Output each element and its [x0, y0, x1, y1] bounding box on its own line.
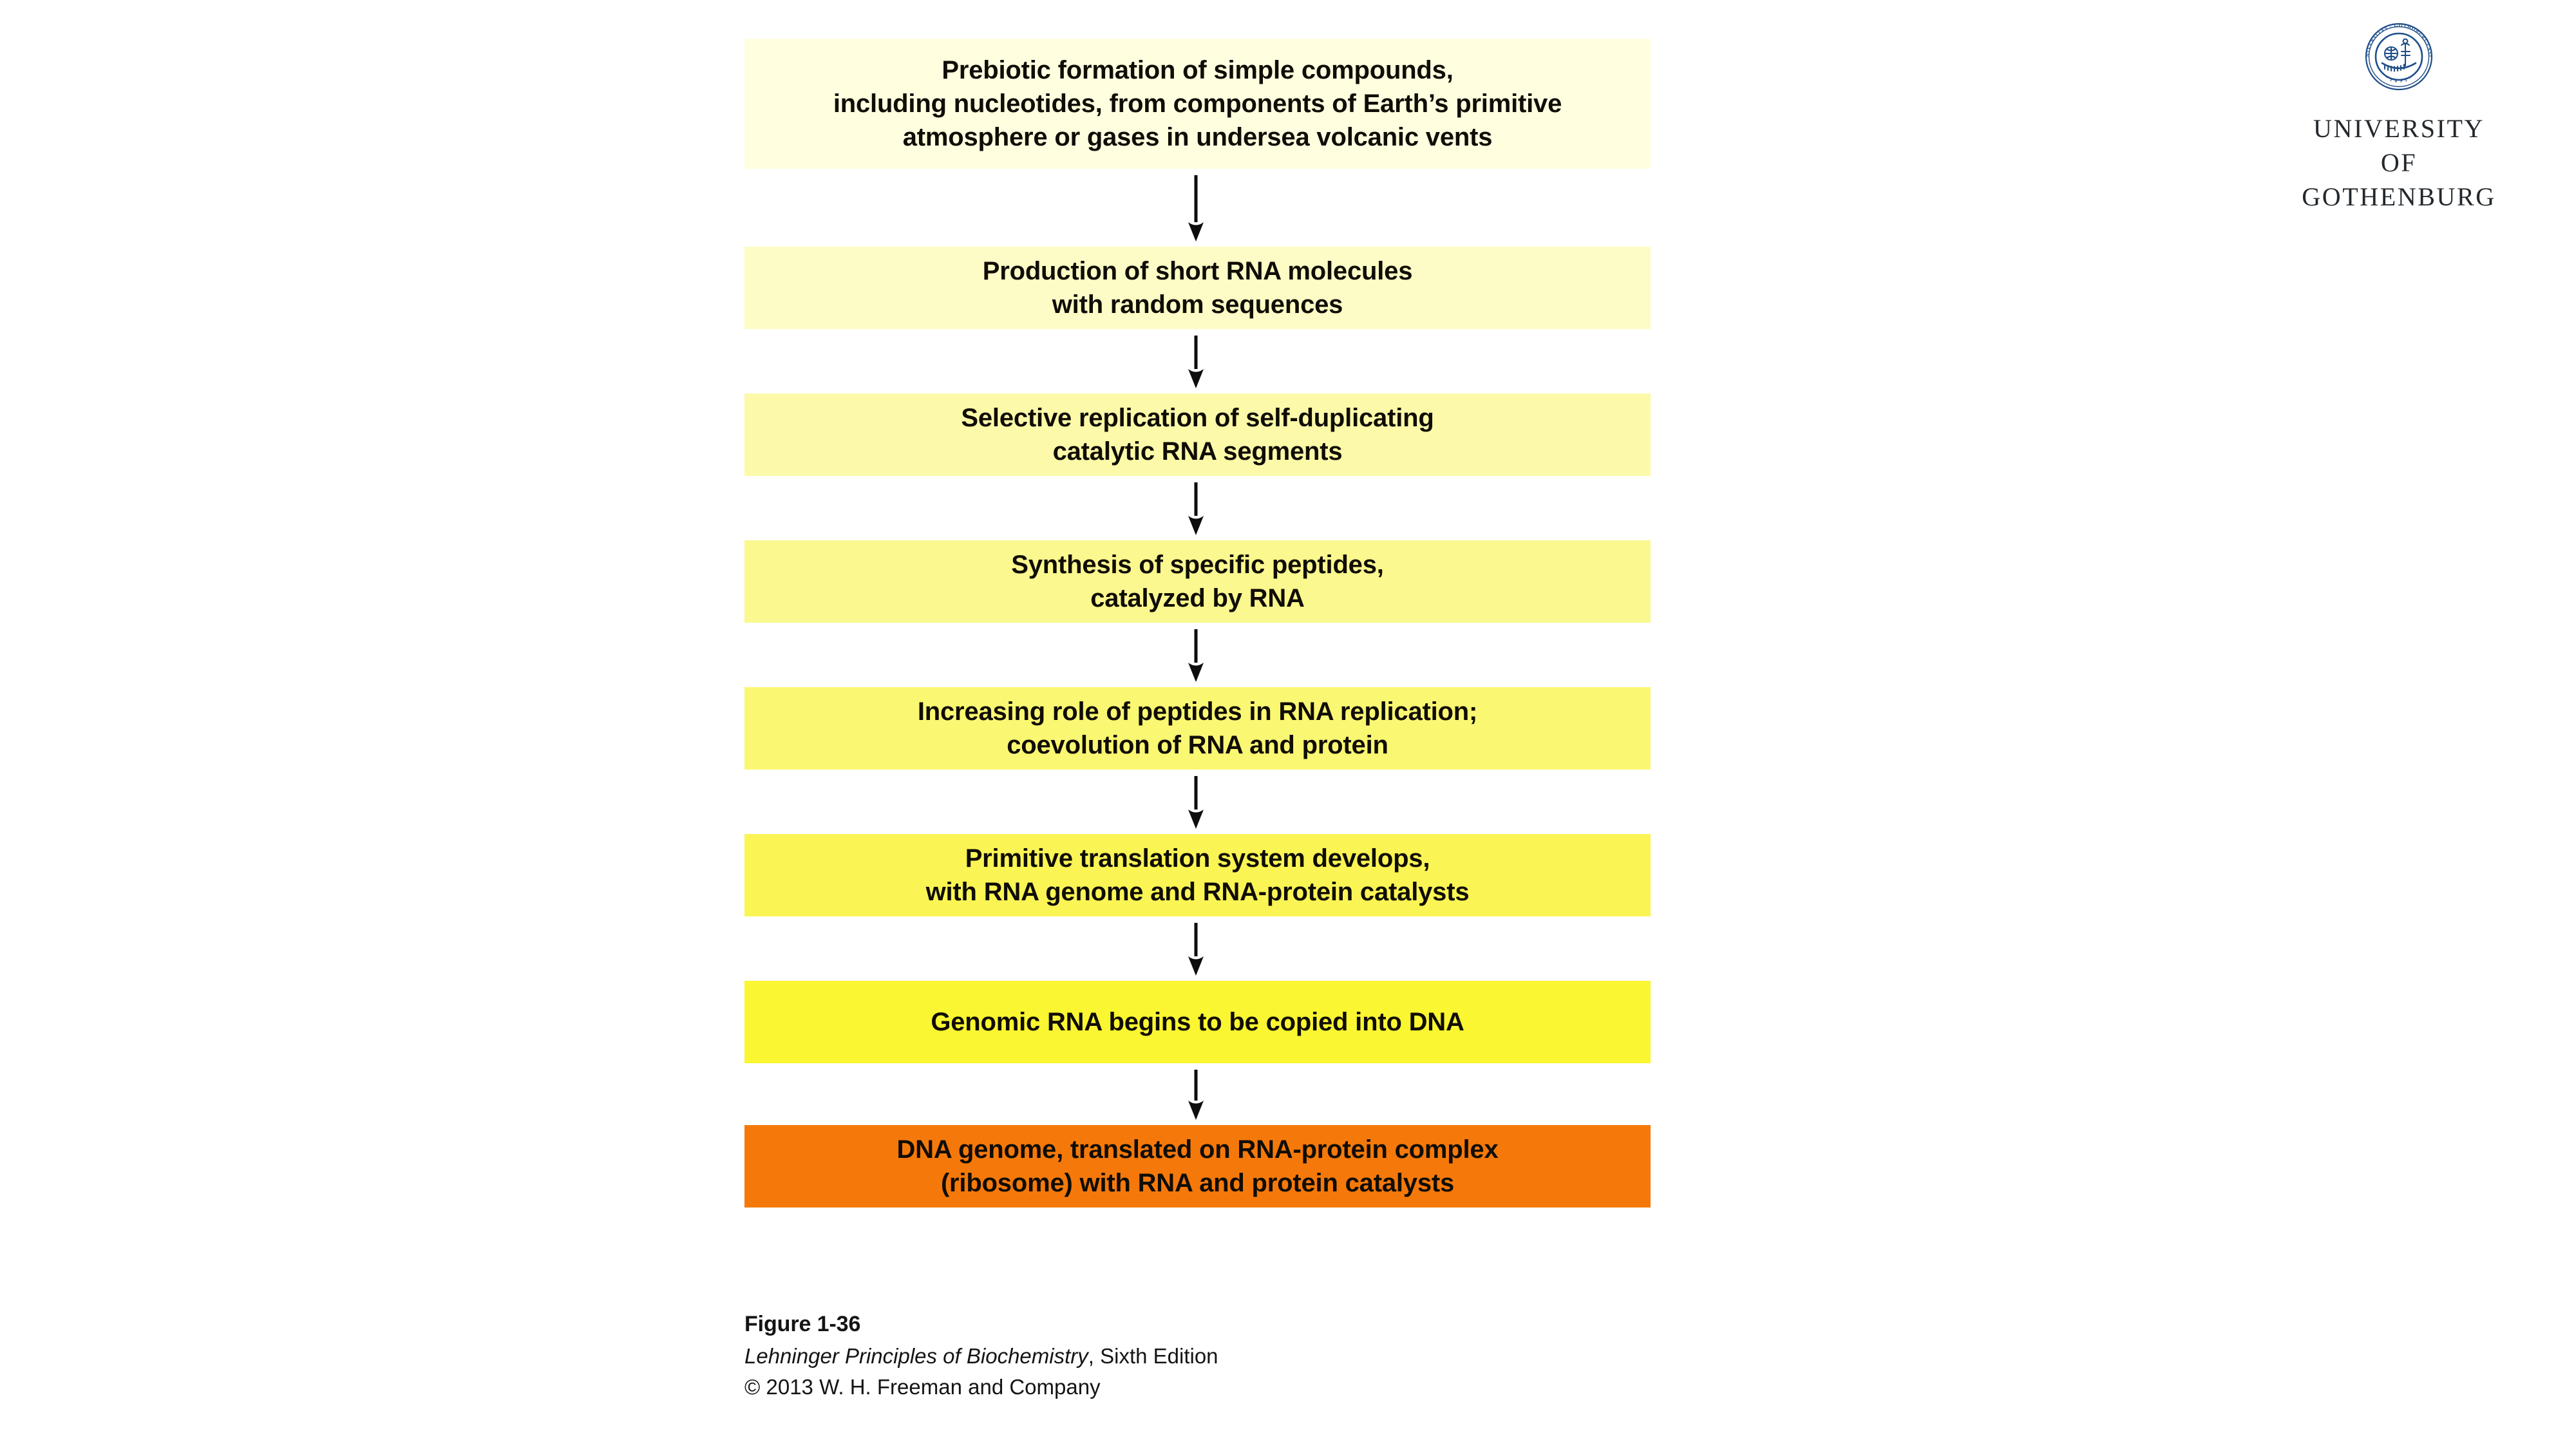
down-arrow-icon [1188, 923, 1204, 976]
flow-step-7: Genomic RNA begins to be copied into DNA [744, 981, 1651, 1063]
flow-step-label: Primitive translation system develops, w… [925, 844, 1470, 906]
flow-step-1: Prebiotic formation of simple compounds,… [744, 39, 1651, 169]
flow-connector-7 [744, 1063, 1651, 1125]
flow-step-2: Production of short RNA molecules with r… [744, 247, 1651, 329]
university-branding: UNIVERSITAS · GOTHOBURGENSIS · 1 8 9 1 ·… [2293, 18, 2505, 214]
flow-connector-6 [744, 916, 1651, 981]
flow-step-label: DNA genome, translated on RNA-protein co… [896, 1135, 1499, 1197]
down-arrow-icon [1188, 175, 1204, 242]
book-title: Lehninger Principles of Biochemistry [744, 1344, 1088, 1368]
flow-step-6: Primitive translation system develops, w… [744, 834, 1651, 916]
svg-text:· 1 8 9 1 ·: · 1 8 9 1 · [2385, 75, 2413, 84]
flow-step-label: Synthesis of specific peptides, catalyze… [1011, 551, 1384, 612]
flow-connector-3 [744, 476, 1651, 540]
flow-step-8: DNA genome, translated on RNA-protein co… [744, 1125, 1651, 1208]
source-book: Lehninger Principles of Biochemistry, Si… [744, 1342, 1218, 1370]
flow-step-label: Selective replication of self-duplicatin… [961, 404, 1434, 466]
book-edition: , Sixth Edition [1088, 1344, 1218, 1368]
flow-step-3: Selective replication of self-duplicatin… [744, 393, 1651, 476]
university-name: UNIVERSITY OF GOTHENBURG [2302, 114, 2496, 211]
down-arrow-icon [1188, 776, 1204, 829]
figure-number: Figure 1-36 [744, 1312, 861, 1336]
down-arrow-icon [1188, 1070, 1204, 1120]
university-seal-icon: UNIVERSITAS · GOTHOBURGENSIS · 1 8 9 1 · [2360, 18, 2433, 91]
down-arrow-icon [1188, 482, 1204, 535]
flow-connector-2 [744, 329, 1651, 393]
seal-icon-wrapper: UNIVERSITAS · GOTHOBURGENSIS · 1 8 9 1 · [2293, 18, 2505, 95]
flow-step-label: Genomic RNA begins to be copied into DNA [931, 1008, 1464, 1036]
flow-step-label: Prebiotic formation of simple compounds,… [833, 56, 1562, 151]
flow-step-label: Production of short RNA molecules with r… [982, 257, 1413, 319]
copyright-line: © 2013 W. H. Freeman and Company [744, 1375, 1101, 1399]
down-arrow-icon [1188, 336, 1204, 388]
flow-step-label: Increasing role of peptides in RNA repli… [917, 697, 1478, 759]
figure-caption: Figure 1-36 Lehninger Principles of Bioc… [744, 1310, 1218, 1402]
down-arrow-icon [1188, 629, 1204, 682]
flow-connector-5 [744, 770, 1651, 834]
flow-step-5: Increasing role of peptides in RNA repli… [744, 687, 1651, 770]
evolution-flowchart: Prebiotic formation of simple compounds,… [744, 39, 1651, 1208]
flow-connector-1 [744, 169, 1651, 247]
flow-step-4: Synthesis of specific peptides, catalyze… [744, 540, 1651, 623]
flow-connector-4 [744, 623, 1651, 687]
